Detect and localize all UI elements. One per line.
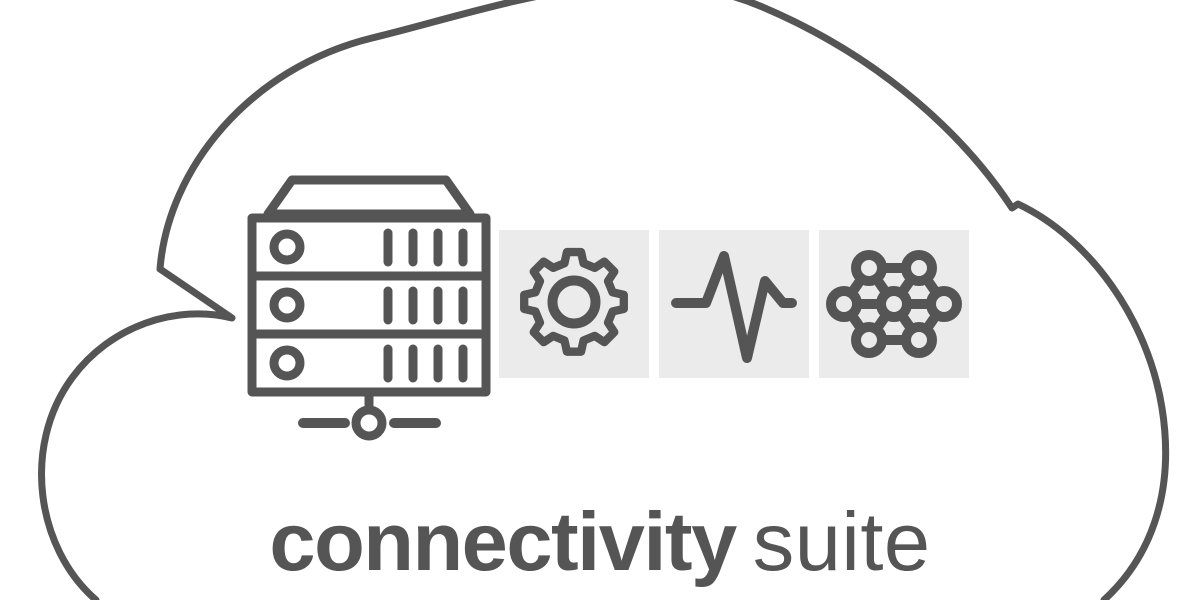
server-bay-3 — [247, 329, 491, 397]
server-bay-3-indicator — [269, 345, 305, 381]
network-mesh-icon — [826, 250, 962, 358]
server-bay-3-lights — [383, 344, 468, 383]
network-node — [926, 286, 962, 322]
network-mesh-icon-tile[interactable] — [819, 230, 969, 378]
network-node-center — [876, 286, 912, 322]
server-bay-2-lights — [383, 286, 468, 325]
network-node — [901, 250, 937, 286]
network-node — [901, 322, 937, 358]
server-bay-2-indicator — [269, 287, 305, 323]
server-network-connector — [298, 392, 441, 441]
wordmark-secondary: suite — [752, 495, 931, 588]
gear-icon — [520, 247, 628, 356]
server-bay-1-indicator — [269, 229, 305, 265]
network-node — [851, 250, 887, 286]
network-node — [851, 322, 887, 358]
pulse-icon-tile[interactable] — [659, 230, 809, 378]
network-node — [826, 286, 862, 322]
server-bay-1 — [247, 213, 491, 281]
wordmark-primary: connectivity — [269, 495, 737, 588]
gear-hub — [547, 275, 601, 329]
server-rack-icon[interactable] — [247, 175, 491, 441]
server-bay-1-lights — [383, 228, 468, 267]
gear-icon-tile[interactable] — [499, 230, 649, 378]
server-bay-2 — [247, 271, 491, 339]
pulse-icon — [671, 251, 797, 363]
